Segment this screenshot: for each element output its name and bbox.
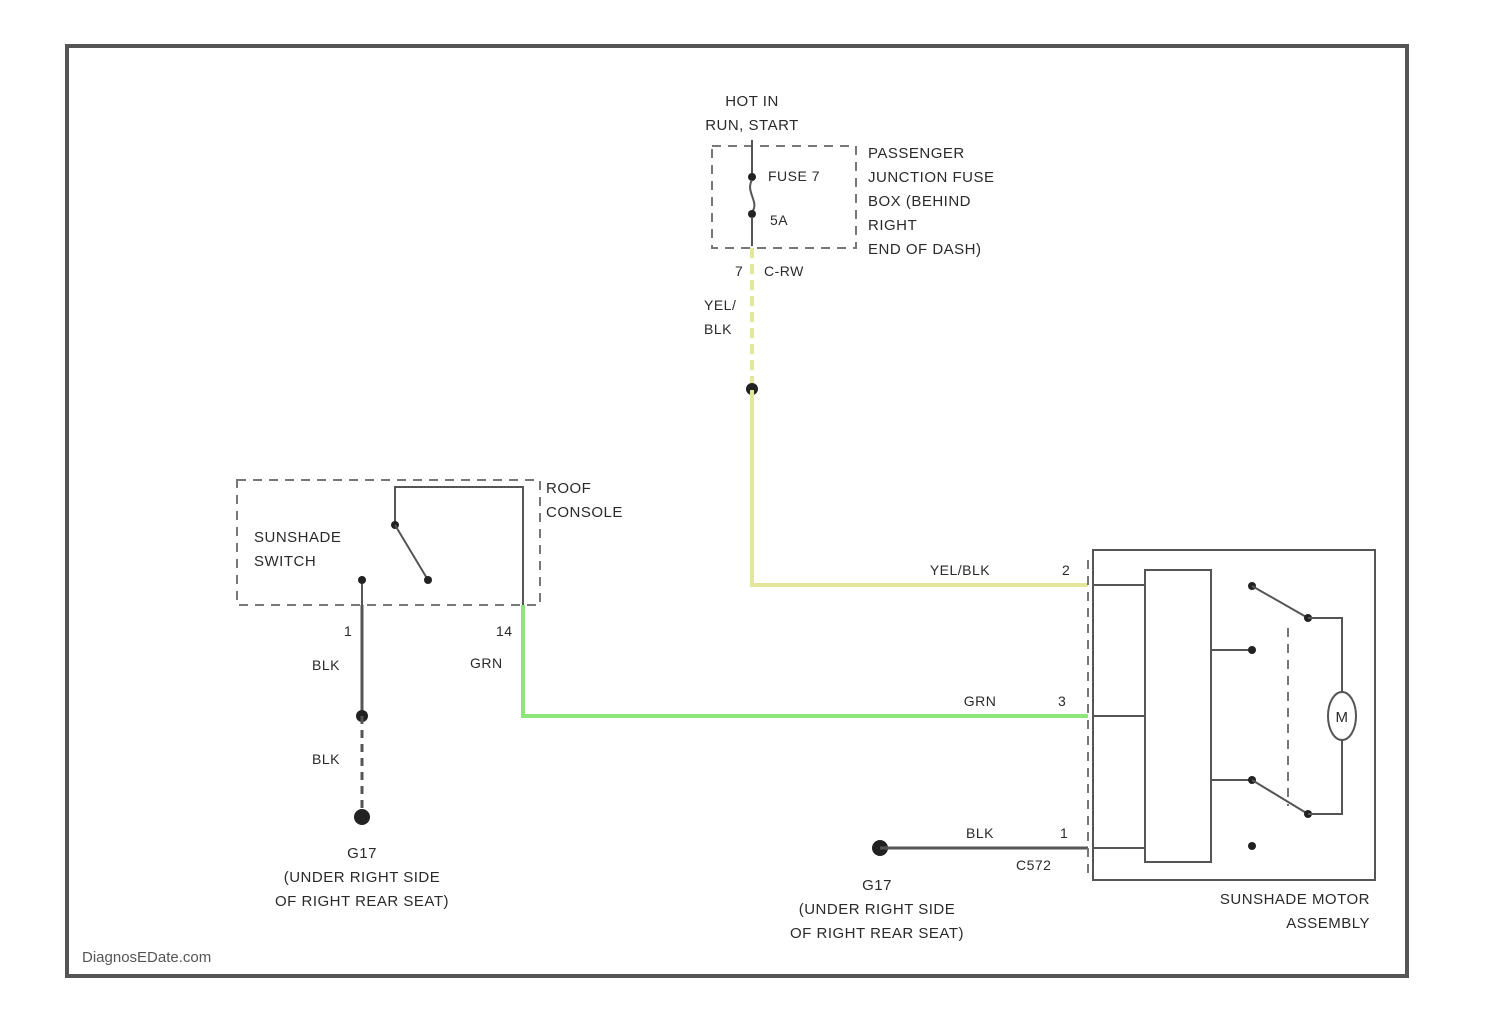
- wire-label-blk: BLK: [704, 321, 732, 337]
- motor-assembly-label-1: SUNSHADE MOTOR: [1220, 891, 1370, 908]
- ground-left-symbol: [354, 809, 370, 825]
- sunshade-switch-label-1: SUNSHADE: [254, 529, 341, 546]
- junction-box-label-5: END OF DASH): [868, 241, 982, 258]
- wire-label-yel: YEL/: [704, 297, 736, 313]
- junction-fuse-box: [712, 146, 856, 248]
- junction-box-label-3: BOX (BEHIND: [868, 193, 971, 210]
- relay-blade-2: [1252, 780, 1308, 814]
- motor-pin-1: 1: [1060, 825, 1068, 841]
- wire-label-blk-lower: BLK: [312, 751, 340, 767]
- ground-right-line1: (UNDER RIGHT SIDE: [799, 901, 956, 918]
- wire-label-yel-blk-horizontal: YEL/BLK: [930, 562, 990, 578]
- switch-pin-14: 14: [496, 623, 513, 639]
- switch-blade: [395, 525, 428, 580]
- roof-console-label-1: ROOF: [546, 480, 591, 497]
- switch-internal-wire: [395, 487, 523, 605]
- switch-ground-terminal: [358, 576, 366, 584]
- motor-symbol-label: M: [1336, 709, 1349, 726]
- diagram-frame: [67, 46, 1407, 976]
- wire-label-grn-horizontal: GRN: [964, 693, 997, 709]
- ground-right-id: G17: [862, 877, 892, 894]
- roof-console-label-2: CONSOLE: [546, 504, 623, 521]
- power-label-line2: RUN, START: [705, 117, 799, 134]
- junction-box-label-1: PASSENGER: [868, 145, 965, 162]
- relay-blade-1: [1252, 586, 1308, 618]
- motor-control-module: [1145, 570, 1211, 862]
- relay-contact-1c: [1248, 646, 1256, 654]
- ground-right-line2: OF RIGHT REAR SEAT): [790, 925, 964, 942]
- watermark: DiagnosEDate.com: [82, 949, 211, 966]
- sunshade-switch-label-2: SWITCH: [254, 553, 316, 570]
- ground-left-line2: OF RIGHT REAR SEAT): [275, 893, 449, 910]
- fuse-terminal-bottom: [748, 210, 756, 218]
- fuse-name: FUSE 7: [768, 168, 820, 184]
- ground-left-id: G17: [347, 845, 377, 862]
- wire-label-blk-upper: BLK: [312, 657, 340, 673]
- fuse-symbol: [750, 180, 754, 212]
- motor-connector: C572: [1016, 857, 1051, 873]
- wire-label-blk-motor: BLK: [966, 825, 994, 841]
- motor-feed-top: [1308, 618, 1342, 692]
- grn-wire: [523, 605, 1088, 716]
- fuse-pin-number: 7: [735, 263, 743, 279]
- power-label-line1: HOT IN: [725, 93, 779, 110]
- fuse-connector: C-RW: [764, 263, 804, 279]
- yel-blk-wire-main: [752, 390, 1088, 585]
- motor-feed-bottom: [1308, 740, 1342, 814]
- fuse-rating: 5A: [770, 212, 788, 228]
- relay-contact-2c: [1248, 842, 1256, 850]
- switch-pin-1: 1: [344, 623, 352, 639]
- switch-contact-bottom: [424, 576, 432, 584]
- fuse-terminal-top: [748, 173, 756, 181]
- junction-box-label-2: JUNCTION FUSE: [868, 169, 995, 186]
- wire-label-grn-vertical: GRN: [470, 655, 503, 671]
- motor-pin-2: 2: [1062, 562, 1070, 578]
- junction-box-label-4: RIGHT: [868, 217, 917, 234]
- motor-assembly-label-2: ASSEMBLY: [1286, 915, 1370, 932]
- ground-left-line1: (UNDER RIGHT SIDE: [284, 869, 441, 886]
- motor-pin-3: 3: [1058, 693, 1066, 709]
